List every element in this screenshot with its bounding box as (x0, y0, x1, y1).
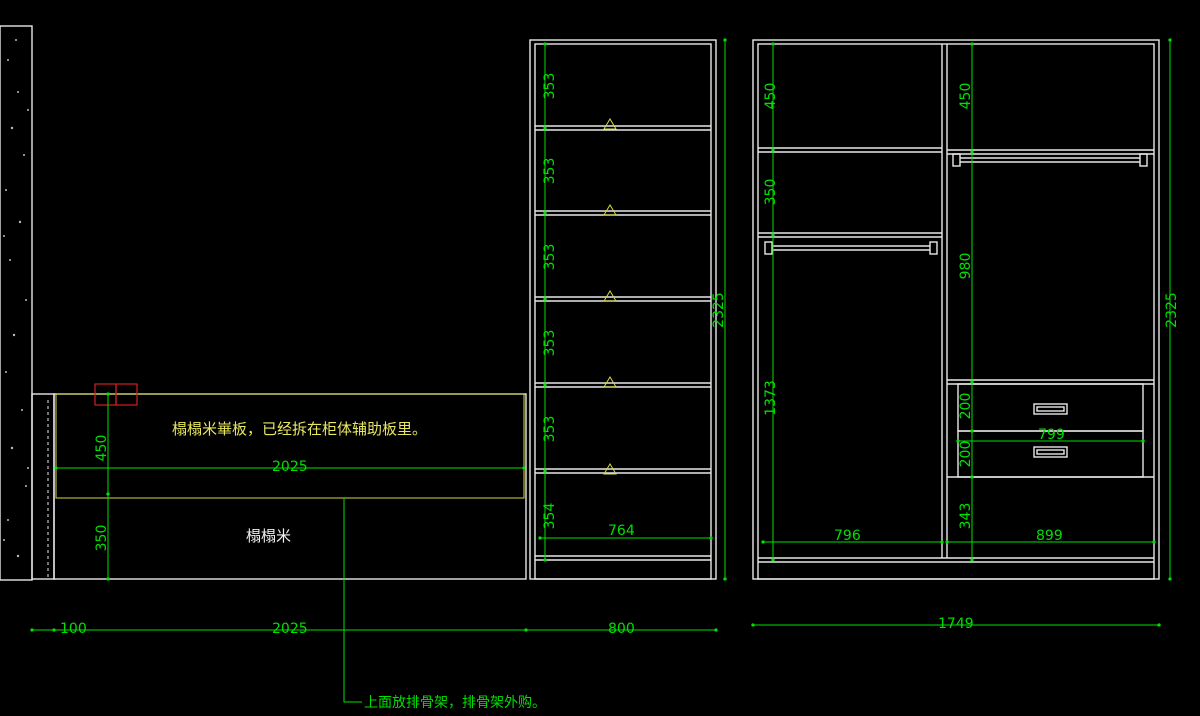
frame-note: 上面放排骨架，排骨架外购。 (364, 695, 546, 711)
dim-ward-left-bot: 1373 (763, 380, 779, 416)
dim-ward-right-bot: 343 (958, 503, 974, 530)
shelf-unit (529, 39, 717, 580)
tatami-label: 榻榻米 (246, 527, 291, 545)
dim-tatami-width: 2025 (272, 459, 308, 475)
dim-drawer-2: 200 (958, 441, 974, 468)
dim-shelf-1: 353 (542, 73, 558, 100)
dim-shelf-width: 764 (608, 523, 635, 539)
dim-tatami-350: 350 (94, 525, 110, 552)
wardrobe (752, 39, 1160, 580)
dim-ward-left-mid: 350 (763, 179, 779, 206)
dim-ward-left-top: 450 (763, 83, 779, 110)
dim-shelf-total: 2325 (711, 292, 727, 328)
dim-ward-right-hang: 980 (958, 253, 974, 280)
dim-drawer-width: 799 (1038, 427, 1065, 443)
dim-ward-right-width: 899 (1036, 528, 1063, 544)
dim-ward-right-top: 450 (958, 83, 974, 110)
dim-base-2025: 2025 (272, 621, 308, 637)
dim-ward-total: 2325 (1164, 292, 1180, 328)
dim-base-800: 800 (608, 621, 635, 637)
dim-ward-left-width: 796 (834, 528, 861, 544)
dim-shelf-6: 354 (542, 503, 558, 530)
dim-base-100: 100 (60, 621, 87, 637)
dim-shelf-2: 353 (542, 158, 558, 185)
wall-section (0, 25, 33, 581)
tatami-elevation (31, 383, 527, 580)
dimension-lines (30, 38, 1172, 703)
dim-shelf-3: 353 (542, 244, 558, 271)
dim-tatami-450: 450 (94, 435, 110, 462)
dim-shelf-5: 353 (542, 416, 558, 443)
dim-base-1749: 1749 (938, 616, 974, 632)
dim-drawer-1: 200 (958, 393, 974, 420)
tatami-cover-note: 榻榻米崋板，已经拆在柜体辅助板里。 (172, 420, 427, 438)
dim-shelf-4: 353 (542, 330, 558, 357)
